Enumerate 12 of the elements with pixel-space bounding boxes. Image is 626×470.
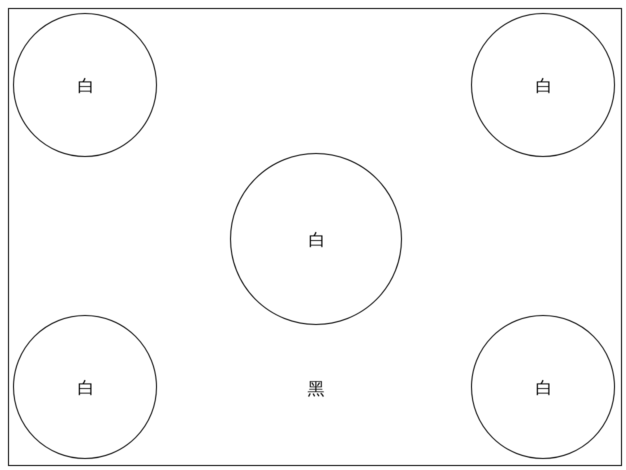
rectangle-frame: [8, 8, 622, 466]
circle-label: 白: [78, 378, 94, 400]
circle-label: 白: [536, 76, 552, 98]
circle: [13, 13, 157, 157]
circle-label: 白: [78, 76, 94, 98]
circle: [471, 315, 615, 459]
circle: [13, 315, 157, 459]
frame-label: 黑: [308, 378, 324, 400]
circle: [230, 153, 402, 325]
circle: [471, 13, 615, 157]
circle-label: 白: [308, 230, 326, 252]
circle-label: 白: [536, 378, 552, 400]
